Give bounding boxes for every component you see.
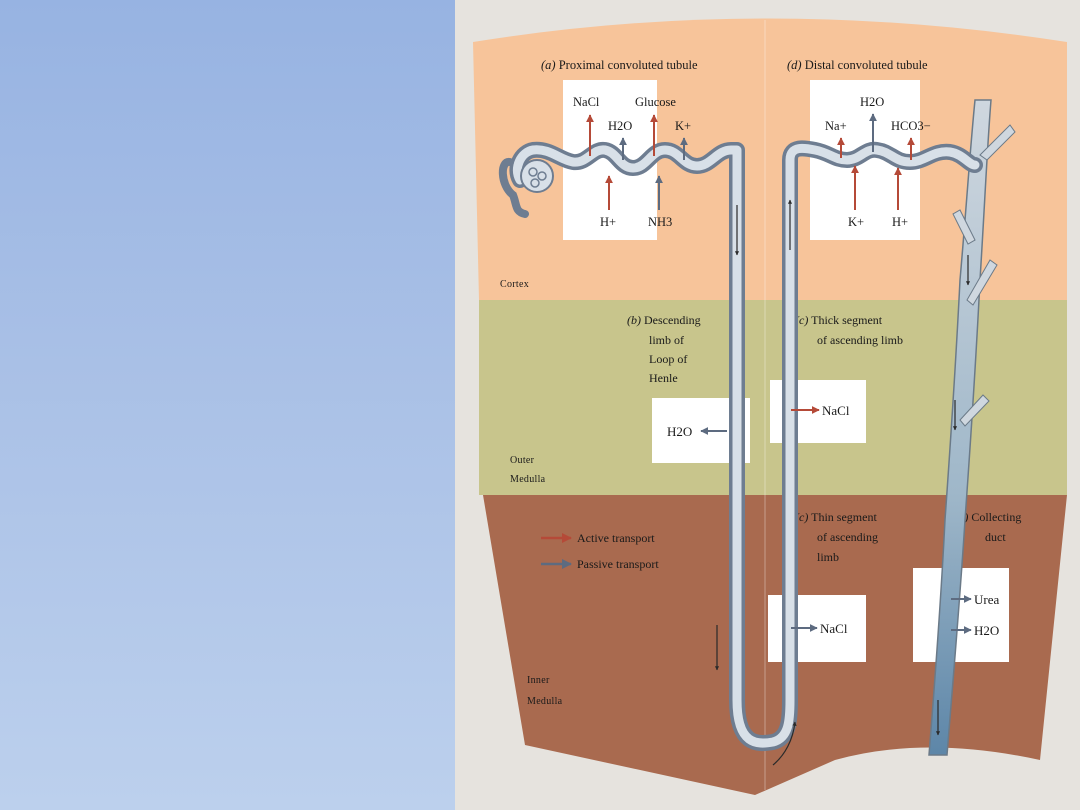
heading-proximal: (a) Proximal convoluted tubule (541, 58, 698, 72)
heading-descending-3: Loop of (649, 352, 687, 366)
legend-passive-label: Passive transport (577, 557, 659, 571)
proximal-h2o: H2O (608, 119, 632, 133)
inner-medulla-label-2: Medulla (527, 696, 563, 707)
cortex-label: Cortex (500, 279, 529, 290)
glomerulus-loop-2 (537, 171, 547, 181)
heading-thin-3: limb (817, 550, 839, 564)
collecting-h2o: H2O (974, 623, 999, 638)
inner-medulla-label-1: Inner (527, 675, 550, 686)
heading-thin: (c) Thin segment (795, 510, 877, 524)
proximal-nh3: NH3 (648, 215, 672, 229)
distal-h: H+ (892, 215, 908, 229)
thin-nacl: NaCl (820, 621, 848, 636)
tubule-inner (512, 143, 980, 748)
flow-arrow-up-2 (772, 721, 797, 766)
heading-descending: (b) Descending (627, 313, 701, 327)
duct-branch-3 (966, 259, 998, 306)
heading-collecting-2: duct (985, 530, 1006, 544)
distal-h2o: H2O (860, 95, 884, 109)
collecting-urea: Urea (974, 592, 999, 607)
proximal-k: K+ (675, 119, 691, 133)
distal-hco3: HCO3− (891, 119, 931, 133)
glomerulus (520, 159, 554, 193)
heading-thick-2: of ascending limb (817, 333, 903, 347)
outer-medulla-label-2: Medulla (510, 474, 546, 485)
proximal-glucose: Glucose (635, 95, 676, 109)
proximal-h: H+ (600, 215, 616, 229)
heading-descending-2: limb of (649, 333, 684, 347)
afferent-vessel (498, 158, 529, 218)
descending-h2o: H2O (667, 424, 692, 439)
duct-branch-4 (959, 394, 990, 427)
nephron-figure: Cortex Outer Medulla Inner Medulla (a) P… (455, 0, 1080, 810)
proximal-nacl: NaCl (573, 95, 600, 109)
heading-descending-4: Henle (649, 371, 678, 385)
distal-na: Na+ (825, 119, 847, 133)
heading-thick: (c) Thick segment (795, 313, 883, 327)
glomerulus-loop-3 (530, 178, 540, 188)
distal-k: K+ (848, 215, 864, 229)
nephron-diagram: Cortex Outer Medulla Inner Medulla (a) P… (473, 18, 1067, 795)
heading-thin-2: of ascending (817, 530, 878, 544)
glomerulus-loop-1 (528, 167, 538, 177)
left-blue-panel (0, 0, 455, 810)
outer-medulla-label-1: Outer (510, 455, 535, 466)
legend-active-label: Active transport (577, 531, 655, 545)
duct-branch-1 (979, 124, 1016, 161)
duct-branch-2 (952, 209, 976, 245)
heading-distal: (d) Distal convoluted tubule (787, 58, 928, 72)
thick-nacl: NaCl (822, 403, 850, 418)
